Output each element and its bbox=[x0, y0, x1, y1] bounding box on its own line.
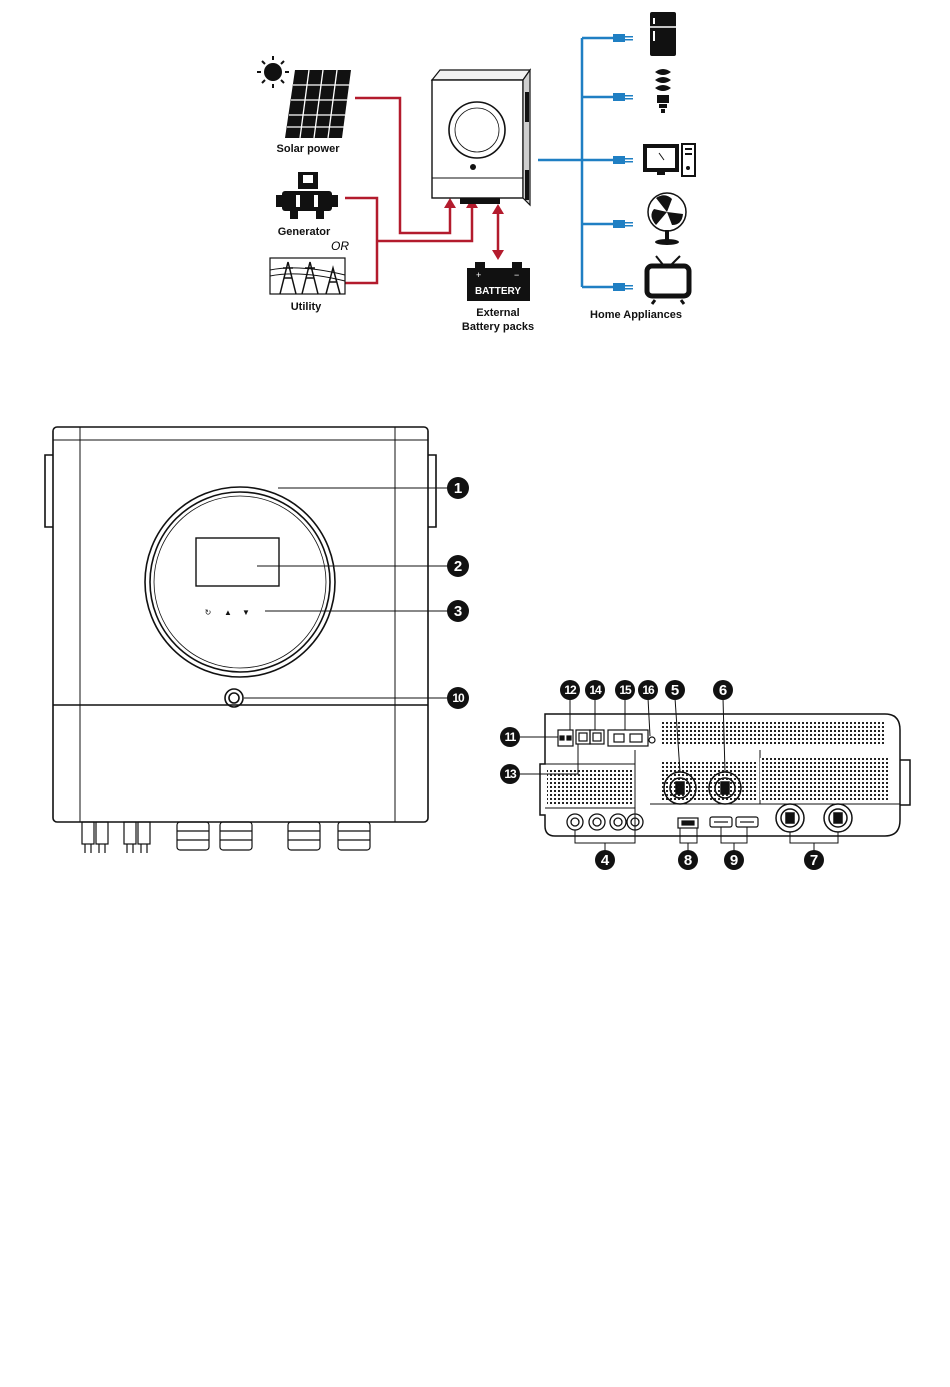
battery-label-line2: Battery packs bbox=[462, 321, 534, 333]
callout-12: 12 bbox=[564, 683, 577, 697]
comm-ports bbox=[558, 730, 655, 746]
generator-label: Generator bbox=[278, 226, 331, 238]
callout-16: 16 bbox=[642, 683, 655, 697]
utility-label: Utility bbox=[291, 301, 322, 313]
callout-6: 6 bbox=[719, 682, 727, 699]
front-bottom-connectors bbox=[82, 822, 370, 853]
fridge-icon bbox=[650, 12, 676, 56]
svg-text:−: − bbox=[514, 270, 519, 280]
computer-icon bbox=[645, 144, 695, 176]
appliance-plugs bbox=[613, 34, 633, 291]
battery-terminals bbox=[776, 804, 852, 832]
generator-icon bbox=[276, 172, 338, 219]
power-button-icon: ↻ bbox=[205, 608, 212, 617]
inverter-unit bbox=[432, 70, 530, 205]
callout-7: 7 bbox=[810, 852, 818, 869]
callout-10: 10 bbox=[452, 691, 465, 705]
solar-label: Solar power bbox=[277, 143, 341, 155]
system-diagram: Solar power Generator OR Utility bbox=[0, 0, 950, 360]
bulb-icon bbox=[655, 69, 671, 113]
front-view: ↻ ▲ ▼ 1 2 3 10 bbox=[40, 415, 520, 875]
utility-tower-icon bbox=[270, 258, 345, 294]
fan-icon bbox=[648, 193, 686, 245]
callout-14: 14 bbox=[589, 683, 602, 697]
tv-icon bbox=[647, 256, 689, 304]
callout-8: 8 bbox=[684, 852, 692, 869]
down-button-icon: ▼ bbox=[242, 608, 250, 617]
callout-3: 3 bbox=[454, 603, 462, 620]
or-label: OR bbox=[331, 239, 349, 253]
callout-13: 13 bbox=[504, 767, 517, 781]
appliances-label: Home Appliances bbox=[590, 309, 682, 321]
svg-text:+: + bbox=[476, 270, 481, 280]
right-vent bbox=[760, 758, 890, 800]
sun-icon bbox=[257, 56, 289, 88]
battery-tag-label: BATTERY bbox=[475, 286, 521, 297]
callout-4: 4 bbox=[601, 852, 610, 869]
callout-2: 2 bbox=[454, 558, 462, 575]
callout-15: 15 bbox=[619, 683, 632, 697]
callout-1: 1 bbox=[454, 480, 462, 497]
up-button-icon: ▲ bbox=[224, 608, 232, 617]
solar-panel-icon bbox=[285, 70, 351, 138]
battery-icon: BATTERY + − bbox=[467, 262, 530, 301]
battery-link bbox=[492, 204, 504, 260]
battery-label-line1: External bbox=[476, 307, 519, 319]
callout-9: 9 bbox=[730, 852, 738, 869]
output-wires bbox=[538, 38, 615, 287]
bottom-view: 12 14 15 16 5 6 11 13 4 8 9 7 bbox=[490, 670, 930, 890]
top-vent bbox=[660, 722, 885, 746]
io-ports bbox=[678, 817, 758, 828]
front-callouts: 1 2 3 10 bbox=[447, 477, 469, 709]
callout-5: 5 bbox=[671, 682, 679, 699]
front-buttons: ↻ ▲ ▼ bbox=[205, 608, 250, 617]
callout-11: 11 bbox=[505, 730, 517, 744]
pv-ports bbox=[567, 814, 643, 830]
